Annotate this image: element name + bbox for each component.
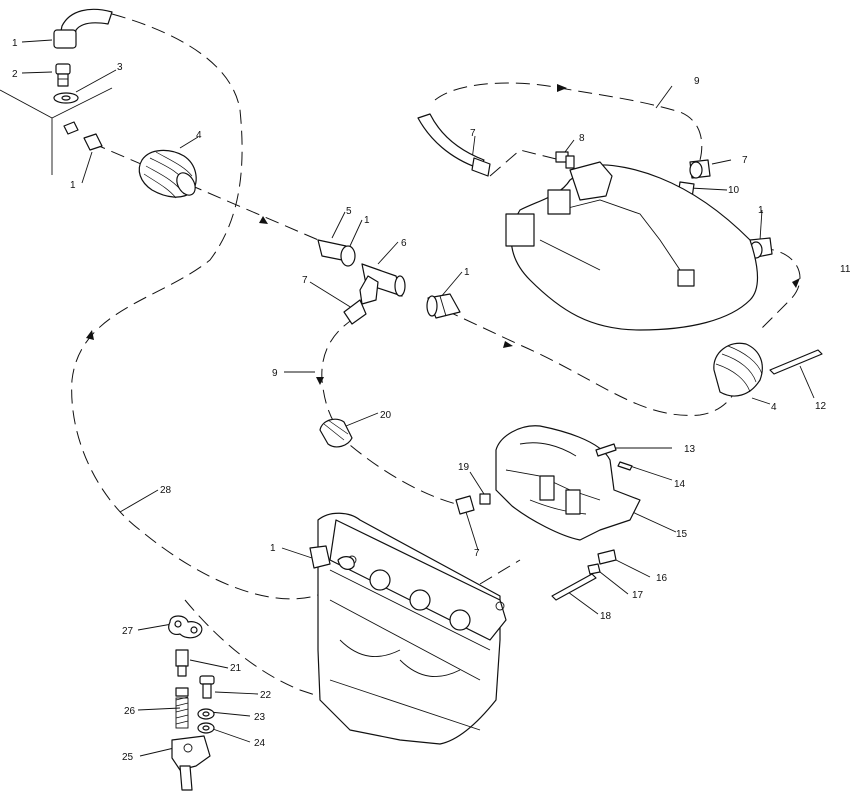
bolt-22 [199,675,215,699]
callout-24: 24 [254,738,266,749]
flow-arrow [503,341,513,348]
hose-5 [317,239,356,267]
callout-1: 1 [758,205,764,216]
washer-23 [197,708,215,720]
housing-25 [171,735,211,791]
flow-arrow [557,84,567,92]
callout-11: 11 [840,264,851,275]
callout-9: 9 [694,76,700,87]
flow-arrow [316,377,324,385]
callout-1: 1 [12,38,18,49]
callout-23: 23 [254,712,266,723]
callout-1: 1 [70,180,76,191]
fitting-19 [479,493,491,505]
flow-arrow [86,330,94,340]
callout-7: 7 [470,128,476,139]
callout-1: 1 [464,267,470,278]
water-box-15 [495,425,641,541]
screw-13 [595,443,617,457]
gasket-27 [168,615,203,639]
callout-20: 20 [380,410,392,421]
callout-16: 16 [656,573,668,584]
flow-arrow [259,216,268,224]
connector-20 [319,418,353,448]
hose-9-upper [417,113,491,177]
tee-fitting-6 [359,263,406,305]
callout-22: 22 [260,690,272,701]
flow-arrow [792,278,800,288]
callout-8: 8 [579,133,585,144]
callout-19: 19 [458,462,470,473]
callout-21: 21 [230,663,242,674]
hose-sleeve [63,121,103,151]
callout-15: 15 [676,529,688,540]
hose-connector-7-lower [455,495,475,515]
fitting-2 [55,63,71,87]
bellows-4b [713,342,763,397]
leader-lines [0,39,815,757]
callout-27: 27 [122,626,134,637]
hose-connector-7-right [689,159,711,179]
callout-7: 7 [474,548,480,559]
callout-labels: 1 2 3 1 4 9 7 8 7 10 1 11 5 1 6 7 1 9 20… [12,38,851,763]
callout-4: 4 [771,402,777,413]
callout-1: 1 [364,215,370,226]
washer-24 [197,722,215,734]
callout-14: 14 [674,479,686,490]
callout-7: 7 [742,155,748,166]
sensor-21 [175,649,189,677]
bolt-set-16-18 [551,549,617,601]
callout-1: 1 [270,543,276,554]
spring-26 [175,687,189,729]
hose-top-left [53,8,113,49]
callout-13: 13 [684,444,696,455]
callout-10: 10 [728,185,740,196]
exhaust-manifold [505,161,759,331]
callout-3: 3 [117,62,123,73]
hose-clamp-1 [426,293,461,319]
engine-block [309,512,507,745]
callout-17: 17 [632,590,644,601]
callout-6: 6 [401,238,407,249]
callout-26: 26 [124,706,136,717]
rod-12 [769,349,823,375]
screw-14 [617,461,633,471]
callout-28: 28 [160,485,172,496]
callout-2: 2 [12,69,18,80]
callout-9: 9 [272,368,278,379]
fitting-8 [555,151,575,169]
callout-12: 12 [815,401,827,412]
callout-18: 18 [600,611,612,622]
callout-7: 7 [302,275,308,286]
hose-connector-7 [343,299,367,325]
callout-25: 25 [122,752,134,763]
callout-4: 4 [196,130,202,141]
callout-5: 5 [346,206,352,217]
bellows-4a [138,149,197,199]
washer-3 [53,92,79,104]
